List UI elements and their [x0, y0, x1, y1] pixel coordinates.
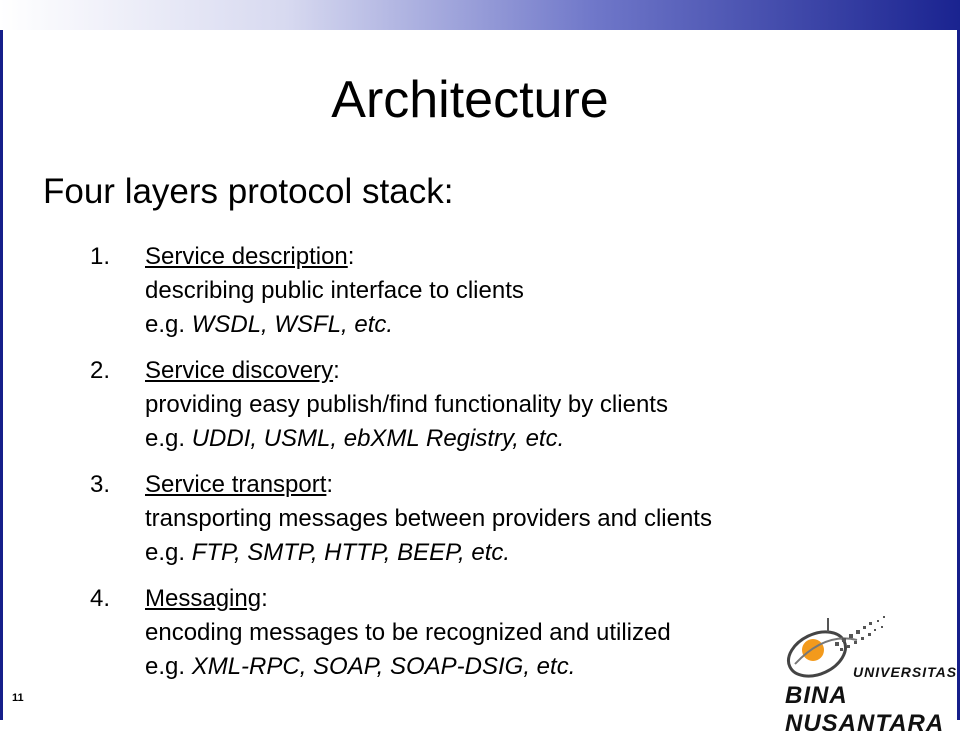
list-item: 3. Service transport: transporting messa… — [90, 468, 950, 570]
item-number: 2. — [90, 357, 111, 384]
list-item: 4. Messaging: encoding messages to be re… — [90, 582, 950, 684]
item-examples: FTP, SMTP, HTTP, BEEP, etc. — [191, 539, 511, 566]
layer-list: 1. Service description: describing publi… — [90, 240, 950, 696]
item-number: 3. — [90, 471, 111, 498]
item-body: Messaging: encoding messages to be recog… — [145, 582, 950, 684]
item-example-line: e.g. WSDL, WSFL, etc. — [145, 308, 950, 342]
item-number: 4. — [90, 585, 111, 612]
item-body: Service transport: transporting messages… — [145, 468, 950, 570]
slide-title: Architecture — [331, 71, 609, 129]
item-heading: Service transport — [145, 471, 327, 498]
item-heading-suffix: : — [347, 243, 355, 270]
item-description: describing public interface to clients — [145, 277, 524, 304]
item-examples: WSDL, WSFL, etc. — [191, 311, 394, 338]
item-example-prefix: e.g. — [145, 425, 192, 452]
item-example-prefix: e.g. — [145, 653, 192, 680]
slide-subtitle: Four layers protocol stack: — [43, 172, 454, 211]
frame-right-border — [957, 30, 960, 720]
university-logo: UNIVERSITAS BINA NUSANTARA — [765, 612, 956, 737]
item-description: transporting messages between providers … — [145, 505, 712, 532]
page-number: 11 — [12, 692, 24, 704]
item-example-prefix: e.g. — [145, 311, 192, 338]
item-heading-suffix: : — [333, 357, 340, 384]
item-heading: Service discovery — [145, 357, 334, 384]
item-heading-suffix: : — [326, 471, 334, 498]
item-heading-line: Service description: — [145, 240, 950, 274]
item-heading-line: Messaging: — [145, 582, 950, 616]
item-example-prefix: e.g. — [145, 539, 192, 566]
logo-top-text: UNIVERSITAS — [853, 664, 958, 680]
item-heading-line: Service discovery: — [145, 354, 950, 388]
item-examples: UDDI, USML, ebXML Registry, etc. — [191, 425, 565, 452]
item-body: Service description: describing public i… — [145, 240, 950, 342]
item-number: 1. — [90, 243, 111, 270]
item-heading: Service description — [145, 243, 348, 270]
item-description: encoding messages to be recognized and u… — [145, 619, 671, 646]
list-item: 1. Service description: describing publi… — [90, 240, 950, 342]
item-heading-suffix: : — [261, 585, 268, 612]
item-examples: XML-RPC, SOAP, SOAP-DSIG, etc. — [191, 653, 576, 680]
item-example-line: e.g. XML-RPC, SOAP, SOAP-DSIG, etc. — [145, 650, 950, 684]
item-heading-line: Service transport: — [145, 468, 950, 502]
frame-left-border — [0, 30, 3, 720]
item-description: providing easy publish/find functionalit… — [145, 391, 668, 418]
list-item: 2. Service discovery: providing easy pub… — [90, 354, 950, 456]
bina-nusantara-logo-icon — [787, 616, 885, 678]
logo-bottom-text: BINA NUSANTARA — [785, 682, 945, 737]
item-heading: Messaging — [145, 585, 262, 612]
item-example-line: e.g. FTP, SMTP, HTTP, BEEP, etc. — [145, 536, 950, 570]
header-gradient-bar — [0, 0, 960, 30]
item-example-line: e.g. UDDI, USML, ebXML Registry, etc. — [145, 422, 950, 456]
item-body: Service discovery: providing easy publis… — [145, 354, 950, 456]
